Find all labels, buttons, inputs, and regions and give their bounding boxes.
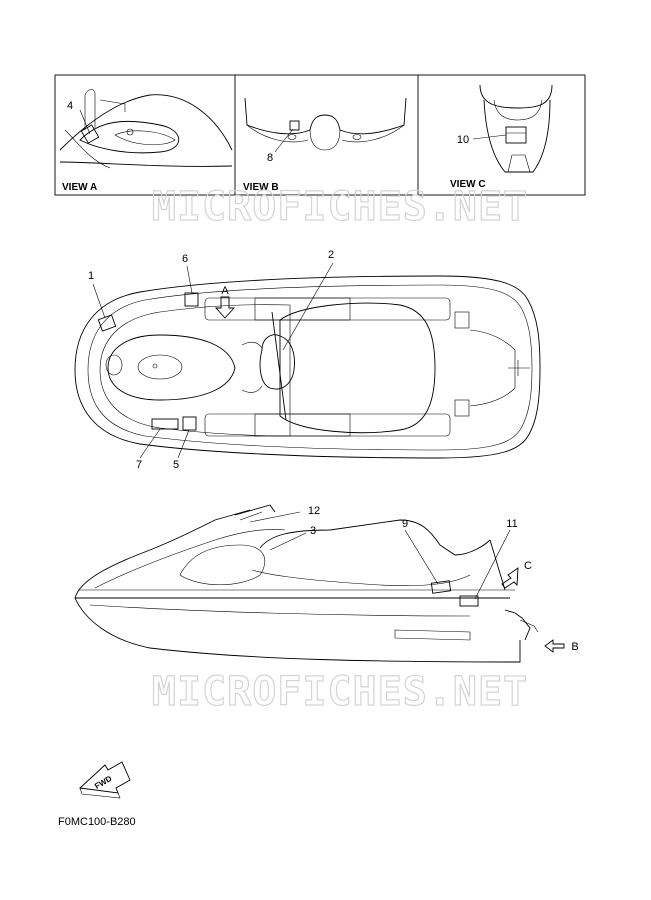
label-11-box <box>459 595 479 607</box>
view-c-arrow <box>501 567 519 589</box>
label-1-box <box>97 314 117 332</box>
view-arrow-letters: A B C <box>221 285 578 653</box>
view-b-label: VIEW B <box>243 182 279 193</box>
view-arrow-a-letter: A <box>221 285 229 297</box>
callout-numbers: 1 2 3 4 5 6 7 8 9 10 11 12 <box>67 100 518 537</box>
view-c-label: VIEW C <box>450 179 486 190</box>
callout-9: 9 <box>402 518 408 530</box>
label-10-box <box>505 126 527 144</box>
view-a-label: VIEW A <box>62 182 97 193</box>
fwd-label: FWD <box>93 774 113 791</box>
fwd-arrow-icon: FWD <box>78 761 131 799</box>
watermark-top: MICROFICHES.NET <box>152 184 528 230</box>
view-b-arrow <box>544 639 565 653</box>
side-view-watercraft <box>74 504 565 663</box>
top-view-watercraft <box>74 275 541 459</box>
watermark-bottom: MICROFICHES.NET <box>152 669 528 715</box>
callout-10: 10 <box>457 134 469 146</box>
view-c-drawing <box>479 84 553 173</box>
label-9-box <box>430 580 452 594</box>
callout-1: 1 <box>88 270 94 282</box>
callout-11: 11 <box>506 518 517 530</box>
label-6-box <box>184 292 199 307</box>
view-labels: VIEW A VIEW B VIEW C <box>62 179 486 193</box>
callout-7: 7 <box>136 459 142 471</box>
diagram-code: F0MC100-B280 <box>58 816 136 828</box>
callout-3: 3 <box>310 525 316 537</box>
callout-6: 6 <box>182 253 188 265</box>
view-arrow-b-letter: B <box>571 641 578 653</box>
callout-12: 12 <box>308 505 320 517</box>
view-panel-frame <box>54 74 586 196</box>
view-arrow-c-letter: C <box>524 560 532 572</box>
view-a-drawing <box>59 89 233 169</box>
label-5-box <box>182 416 197 431</box>
callout-5: 5 <box>173 459 179 471</box>
label-7-box <box>151 418 179 430</box>
callout-2: 2 <box>328 249 334 261</box>
label-8-box <box>289 120 300 131</box>
view-b-drawing <box>244 97 407 151</box>
leader-lines <box>79 109 511 600</box>
callout-8: 8 <box>267 152 273 164</box>
callout-4: 4 <box>67 100 73 112</box>
view-a-arrow <box>214 296 236 319</box>
view-panels <box>54 74 586 196</box>
